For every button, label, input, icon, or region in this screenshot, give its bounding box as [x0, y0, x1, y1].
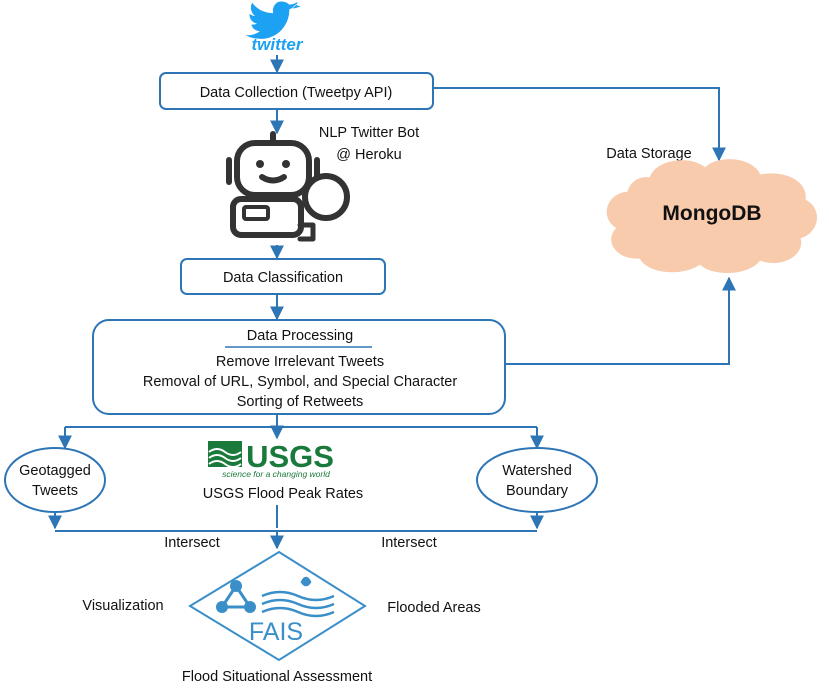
mongodb-cloud: MongoDB [606, 159, 817, 274]
data-processing-title: Data Processing [247, 328, 353, 344]
fais-wordmark: FAIS [249, 618, 303, 646]
connectors [48, 55, 736, 550]
geotagged-line2: Tweets [32, 483, 78, 499]
twitter-wordmark: twitter [252, 35, 304, 54]
geotagged-tweets-node: Geotagged Tweets [4, 447, 106, 513]
intersect-right-label: Intersect [381, 535, 437, 551]
watershed-line1: Watershed [502, 463, 572, 479]
usgs-wordmark: USGS [246, 439, 334, 474]
data-processing-box: Data Processing Remove Irrelevant Tweets… [92, 319, 506, 415]
cloud-icon [606, 159, 817, 274]
usgs-logo: USGS science for a changing world [208, 439, 334, 479]
visualization-label: Visualization [82, 598, 163, 614]
water-waves-icon [261, 576, 335, 618]
twitter-bird-icon [245, 1, 301, 39]
data-classification-box: Data Classification [180, 258, 386, 295]
flooded-areas-label: Flooded Areas [387, 600, 481, 616]
bot-label-line1: NLP Twitter Bot [319, 125, 419, 141]
bot-label-line2: @ Heroku [336, 147, 402, 163]
network-icon [216, 580, 256, 613]
intersect-left-label: Intersect [164, 535, 220, 551]
data-collection-box: Data Collection (Tweetpy API) [159, 72, 434, 110]
processing-step-1: Remove Irrelevant Tweets [216, 354, 384, 370]
data-storage-label: Data Storage [606, 146, 691, 162]
data-collection-label: Data Collection (Tweetpy API) [200, 85, 393, 101]
usgs-wave-icon [208, 441, 242, 468]
flood-assessment-label: Flood Situational Assessment [182, 669, 372, 685]
fais-diamond: FAIS [188, 550, 367, 662]
robot-icon [226, 131, 350, 242]
watershed-boundary-node: Watershed Boundary [476, 447, 598, 513]
data-classification-label: Data Classification [223, 270, 343, 286]
processing-step-2: Removal of URL, Symbol, and Special Char… [143, 374, 457, 390]
usgs-tagline: science for a changing world [222, 469, 330, 479]
twitter-logo: twitter [245, 1, 304, 54]
geotagged-line1: Geotagged [19, 463, 91, 479]
usgs-caption: USGS Flood Peak Rates [203, 486, 363, 502]
mongodb-label: MongoDB [662, 202, 761, 225]
watershed-line2: Boundary [506, 483, 569, 499]
processing-step-3: Sorting of Retweets [237, 394, 364, 410]
